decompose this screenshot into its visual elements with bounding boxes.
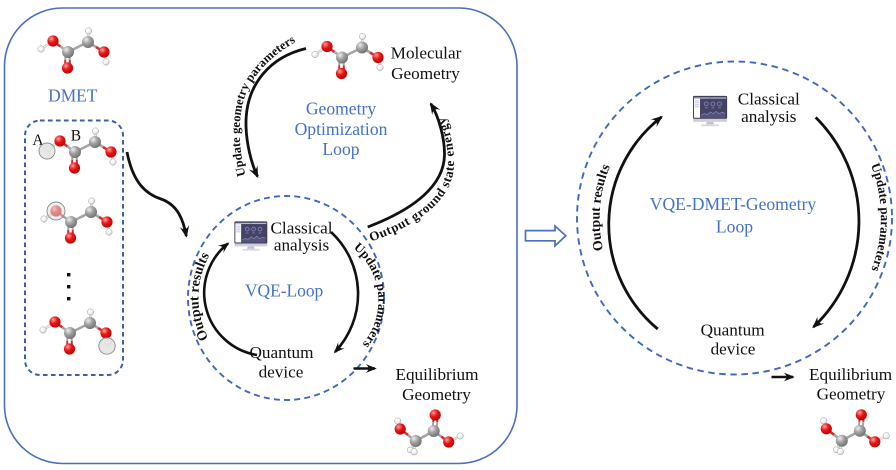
svg-text:VQE-Loop: VQE-Loop bbox=[245, 280, 324, 300]
svg-text:analysis: analysis bbox=[741, 107, 797, 126]
svg-text:Update parameters: Update parameters bbox=[868, 161, 893, 274]
svg-text:Geometry: Geometry bbox=[306, 99, 377, 119]
svg-text:Geometry: Geometry bbox=[402, 385, 471, 404]
svg-text:Classical: Classical bbox=[738, 90, 800, 109]
svg-text:Geometry: Geometry bbox=[391, 64, 460, 83]
svg-text:Equilibrium: Equilibrium bbox=[809, 365, 893, 384]
svg-text:device: device bbox=[259, 362, 304, 381]
svg-text:device: device bbox=[711, 340, 756, 359]
svg-text:Molecular: Molecular bbox=[391, 44, 462, 63]
svg-text:VQE-DMET-Geometry: VQE-DMET-Geometry bbox=[650, 194, 817, 214]
svg-text:Loop: Loop bbox=[716, 216, 753, 236]
svg-text:DMET: DMET bbox=[48, 85, 98, 105]
svg-text:Quantum: Quantum bbox=[250, 343, 315, 362]
svg-text:Quantum: Quantum bbox=[701, 321, 766, 340]
svg-text:Optimization: Optimization bbox=[295, 119, 388, 139]
svg-text:Classical: Classical bbox=[270, 218, 332, 237]
svg-text:analysis: analysis bbox=[274, 236, 330, 255]
svg-text:Equilibrium: Equilibrium bbox=[395, 365, 479, 384]
svg-text:B: B bbox=[71, 128, 81, 145]
svg-text:Loop: Loop bbox=[322, 139, 359, 159]
svg-text:Output results: Output results bbox=[187, 250, 213, 343]
svg-text:Geometry: Geometry bbox=[817, 385, 886, 404]
